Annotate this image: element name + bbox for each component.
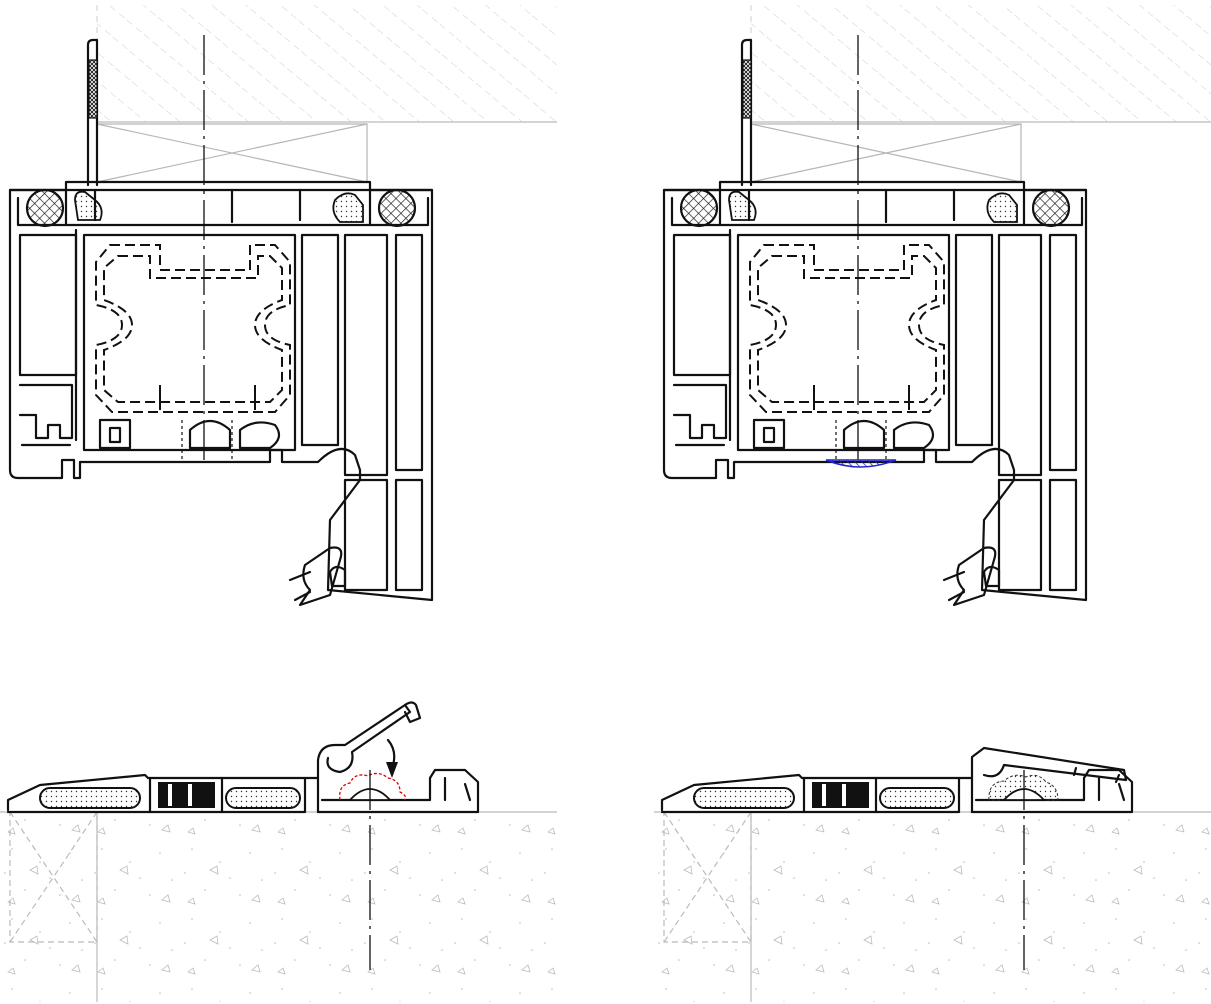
sill-section-closed: [653, 746, 1211, 1003]
sill-section-open: [0, 701, 558, 1003]
head-section-modified: [662, 3, 1211, 607]
head-section-original: [8, 3, 559, 607]
red-seal: [339, 772, 406, 801]
blue-insert: [825, 459, 897, 468]
